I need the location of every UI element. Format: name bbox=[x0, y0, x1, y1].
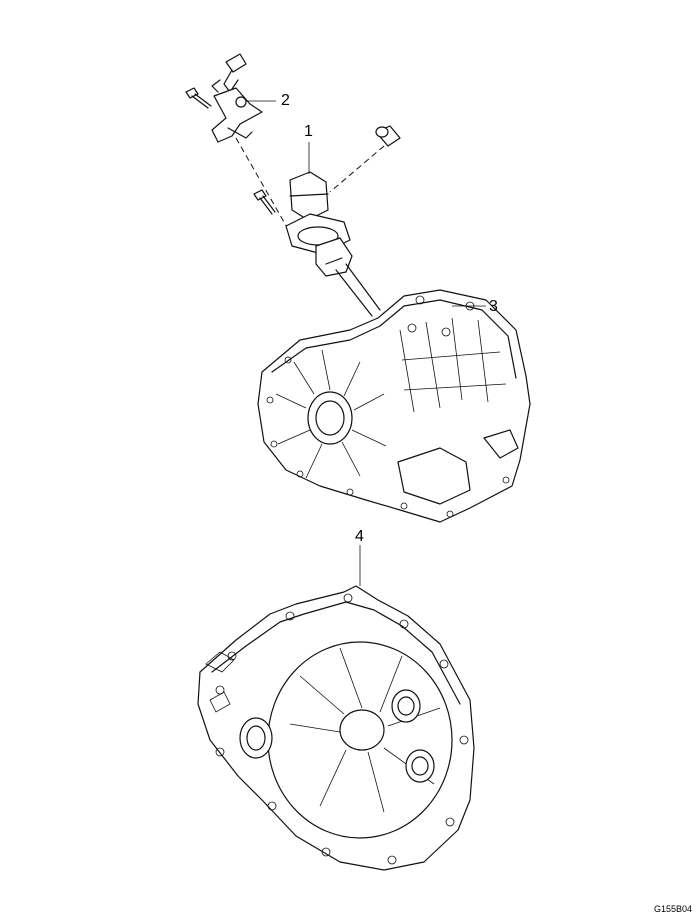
callout-4: 4 bbox=[355, 528, 364, 545]
assembly-line-2 bbox=[235, 137, 301, 251]
bracket-bolt bbox=[185, 87, 212, 109]
callout-3: 3 bbox=[489, 298, 498, 315]
bushing bbox=[375, 125, 401, 147]
figure-code: G155B04 bbox=[653, 904, 692, 914]
shift-lever-bracket bbox=[211, 53, 263, 143]
rear-transmission-case bbox=[257, 289, 531, 523]
sensor-bolt bbox=[253, 189, 276, 215]
callout-2: 2 bbox=[281, 92, 290, 109]
leader-lines bbox=[246, 100, 486, 586]
assembly-line-bushing bbox=[329, 145, 385, 193]
shift-shaft-assembly bbox=[285, 171, 381, 317]
clutch-housing bbox=[197, 585, 475, 871]
callout-1: 1 bbox=[304, 123, 313, 140]
